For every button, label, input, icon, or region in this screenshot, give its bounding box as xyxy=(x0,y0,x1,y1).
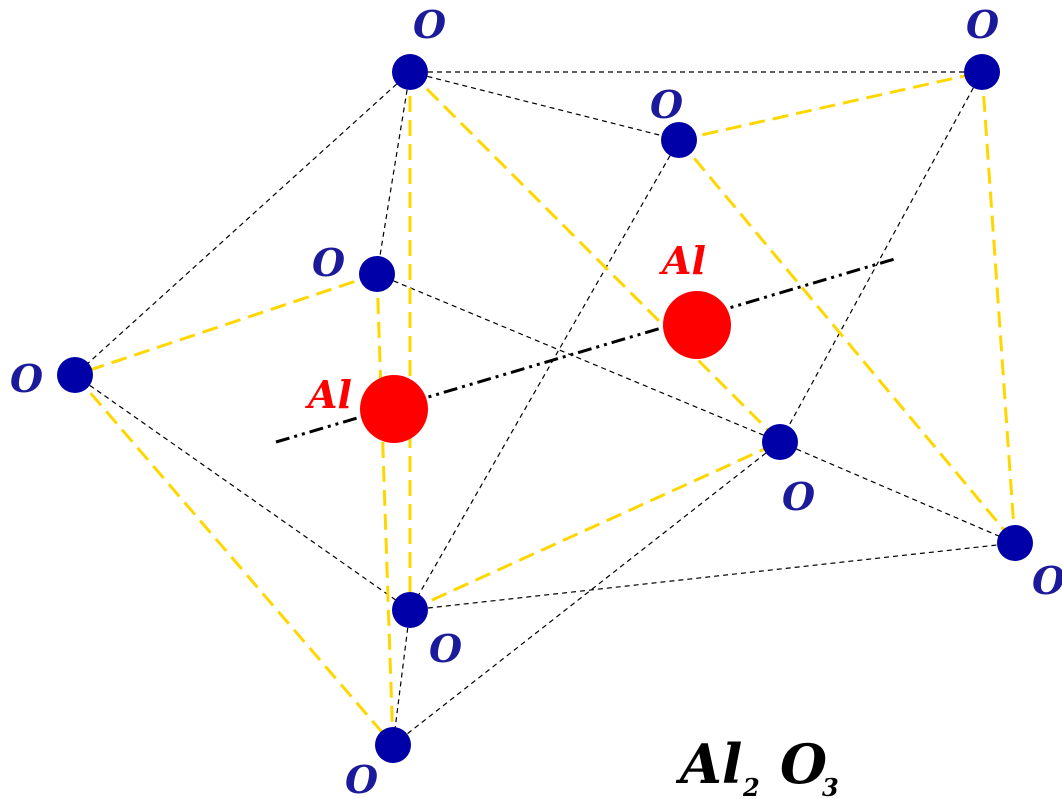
formula-al-subscript: 2 xyxy=(742,773,760,799)
edge xyxy=(779,441,1016,544)
oxygen-label: O xyxy=(10,356,43,401)
oxygen-label: O xyxy=(1032,558,1062,603)
oxygen-label: O xyxy=(429,626,462,671)
oxygen-atom xyxy=(57,357,93,393)
aluminum-atoms xyxy=(360,291,731,443)
coordination-bonds xyxy=(73,70,1017,746)
oxygen-atom xyxy=(762,424,798,460)
aluminum-atom xyxy=(360,375,428,443)
edge xyxy=(74,374,411,611)
edge xyxy=(74,71,411,376)
edge xyxy=(376,71,411,275)
polyhedron-edges xyxy=(74,71,1016,746)
oxygen-atom xyxy=(997,525,1033,561)
oxygen-atom xyxy=(392,592,428,628)
oxygen-label: O xyxy=(650,82,683,127)
oxygen-label: O xyxy=(966,2,999,47)
aluminum-label: Al xyxy=(305,372,352,417)
edge xyxy=(779,71,983,443)
chemical-formula: Al 2 O 3 xyxy=(675,732,839,799)
formula-o-subscript: 3 xyxy=(822,773,839,799)
oxygen-label: O xyxy=(782,474,815,519)
oxygen-label: O xyxy=(312,240,345,285)
bond xyxy=(74,272,378,377)
oxygen-atom xyxy=(375,727,411,763)
oxygen-atom xyxy=(392,54,428,90)
aluminum-atom xyxy=(663,291,731,359)
oxygen-label: O xyxy=(345,757,378,799)
oxygen-atom xyxy=(964,54,1000,90)
bond xyxy=(408,70,782,444)
bond xyxy=(73,374,395,746)
oxygen-label: O xyxy=(413,2,446,47)
oxygen-atom xyxy=(359,256,395,292)
edge xyxy=(409,542,1016,611)
edge xyxy=(409,139,680,611)
bond xyxy=(375,273,395,746)
oxygen-atom xyxy=(661,122,697,158)
edge xyxy=(392,609,411,746)
formula-al-symbol: Al xyxy=(675,732,742,796)
bond xyxy=(677,139,1017,544)
edge xyxy=(376,273,781,443)
edge xyxy=(409,71,680,141)
bond xyxy=(409,440,781,612)
oxygen-atoms xyxy=(57,54,1033,763)
bond xyxy=(980,71,1017,544)
formula-o-symbol: O xyxy=(780,732,827,796)
edge xyxy=(392,441,781,746)
aluminum-label: Al xyxy=(659,238,706,283)
bond xyxy=(678,70,983,142)
